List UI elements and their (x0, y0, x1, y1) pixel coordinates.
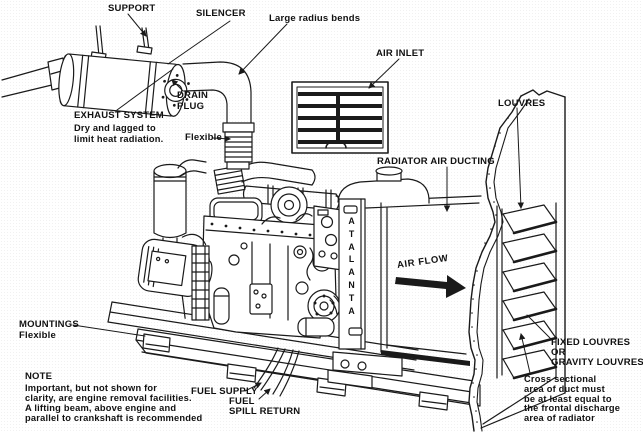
exhaust-note-line2: limit heat radiation. (74, 133, 164, 144)
fuel-supply-label: FUEL SUPPLY (191, 386, 258, 397)
fixed-louvres-label: FIXED LOUVRES OR GRAVITY LOUVRES (551, 338, 643, 368)
exhaust-system-drawing (1, 25, 255, 170)
air-flow-arrow (395, 275, 466, 298)
note-line2: clarity, are engine removal facilities. (25, 393, 192, 403)
drain-plug-line2: PLUG (177, 100, 205, 112)
drain-plug-label: DRAIN PLUG (177, 90, 209, 112)
leader-lines (72, 13, 552, 400)
note-body: Important, but not shown for clarity, ar… (25, 383, 202, 423)
mountings-sub-label: Flexible (19, 330, 56, 341)
fuel-spill-line1: FUEL (229, 396, 255, 407)
exhaust-system-note: Dry and lagged to limit heat radiation. (74, 123, 163, 144)
fuel-spill-line2: SPILL RETURN (229, 406, 301, 417)
wall-drawing (468, 89, 566, 432)
fixed-louvres-line1: FIXED LOUVRES (551, 337, 631, 348)
fuel-spill-return-label: FUEL SPILL RETURN (229, 397, 300, 417)
fixed-louvres-line2: OR (551, 347, 566, 358)
air-inlet-drawing (291, 81, 389, 154)
cross-section-line5: area of radiator (524, 413, 595, 424)
silencer-drawing (58, 53, 190, 117)
radiator-duct-drawing (365, 195, 482, 366)
cross-section-line4: the frontal discharge (524, 403, 621, 414)
exhaust-system-label: EXHAUST SYSTEM (74, 110, 164, 121)
louvre-panel-drawing (482, 202, 558, 425)
note-line3: A lifting beam, above engine and (25, 403, 177, 413)
note-title: NOTE (25, 371, 53, 382)
flexible-label: Flexible (185, 132, 222, 143)
engine-drawing (137, 159, 349, 339)
mountings-label: MOUNTINGS (19, 319, 79, 330)
flexible-bellows-drawing (222, 122, 255, 170)
exhaust-note-line1: Dry and lagged to (74, 123, 156, 133)
large-radius-bends-label: Large radius bends (269, 13, 361, 24)
radiator-drawing (327, 166, 430, 389)
note-line1: Important, but not shown for (25, 383, 158, 393)
radiator-air-ducting-label: RADIATOR AIR DUCTING (377, 156, 495, 167)
support-label: SUPPORT (108, 3, 156, 14)
note-line4: parallel to crankshaft is recommended (25, 413, 203, 423)
brand-vertical-label: ATALANTA (348, 216, 355, 316)
drain-plug-line1: DRAIN (177, 90, 209, 101)
cross-section-line3: be at least equal to (524, 393, 612, 404)
cross-section-note: Cross sectional area of duct must be at … (524, 374, 621, 424)
air-cleaner-drawing (153, 159, 207, 254)
cross-section-line2: area of duct must (524, 383, 605, 394)
silencer-label: SILENCER (196, 8, 246, 19)
fixed-louvres-line3: GRAVITY LOUVRES (551, 357, 643, 368)
air-inlet-label: AIR INLET (376, 48, 425, 59)
cross-section-line1: Cross sectional (524, 374, 597, 384)
louvres-label: LOUVRES (498, 98, 546, 109)
